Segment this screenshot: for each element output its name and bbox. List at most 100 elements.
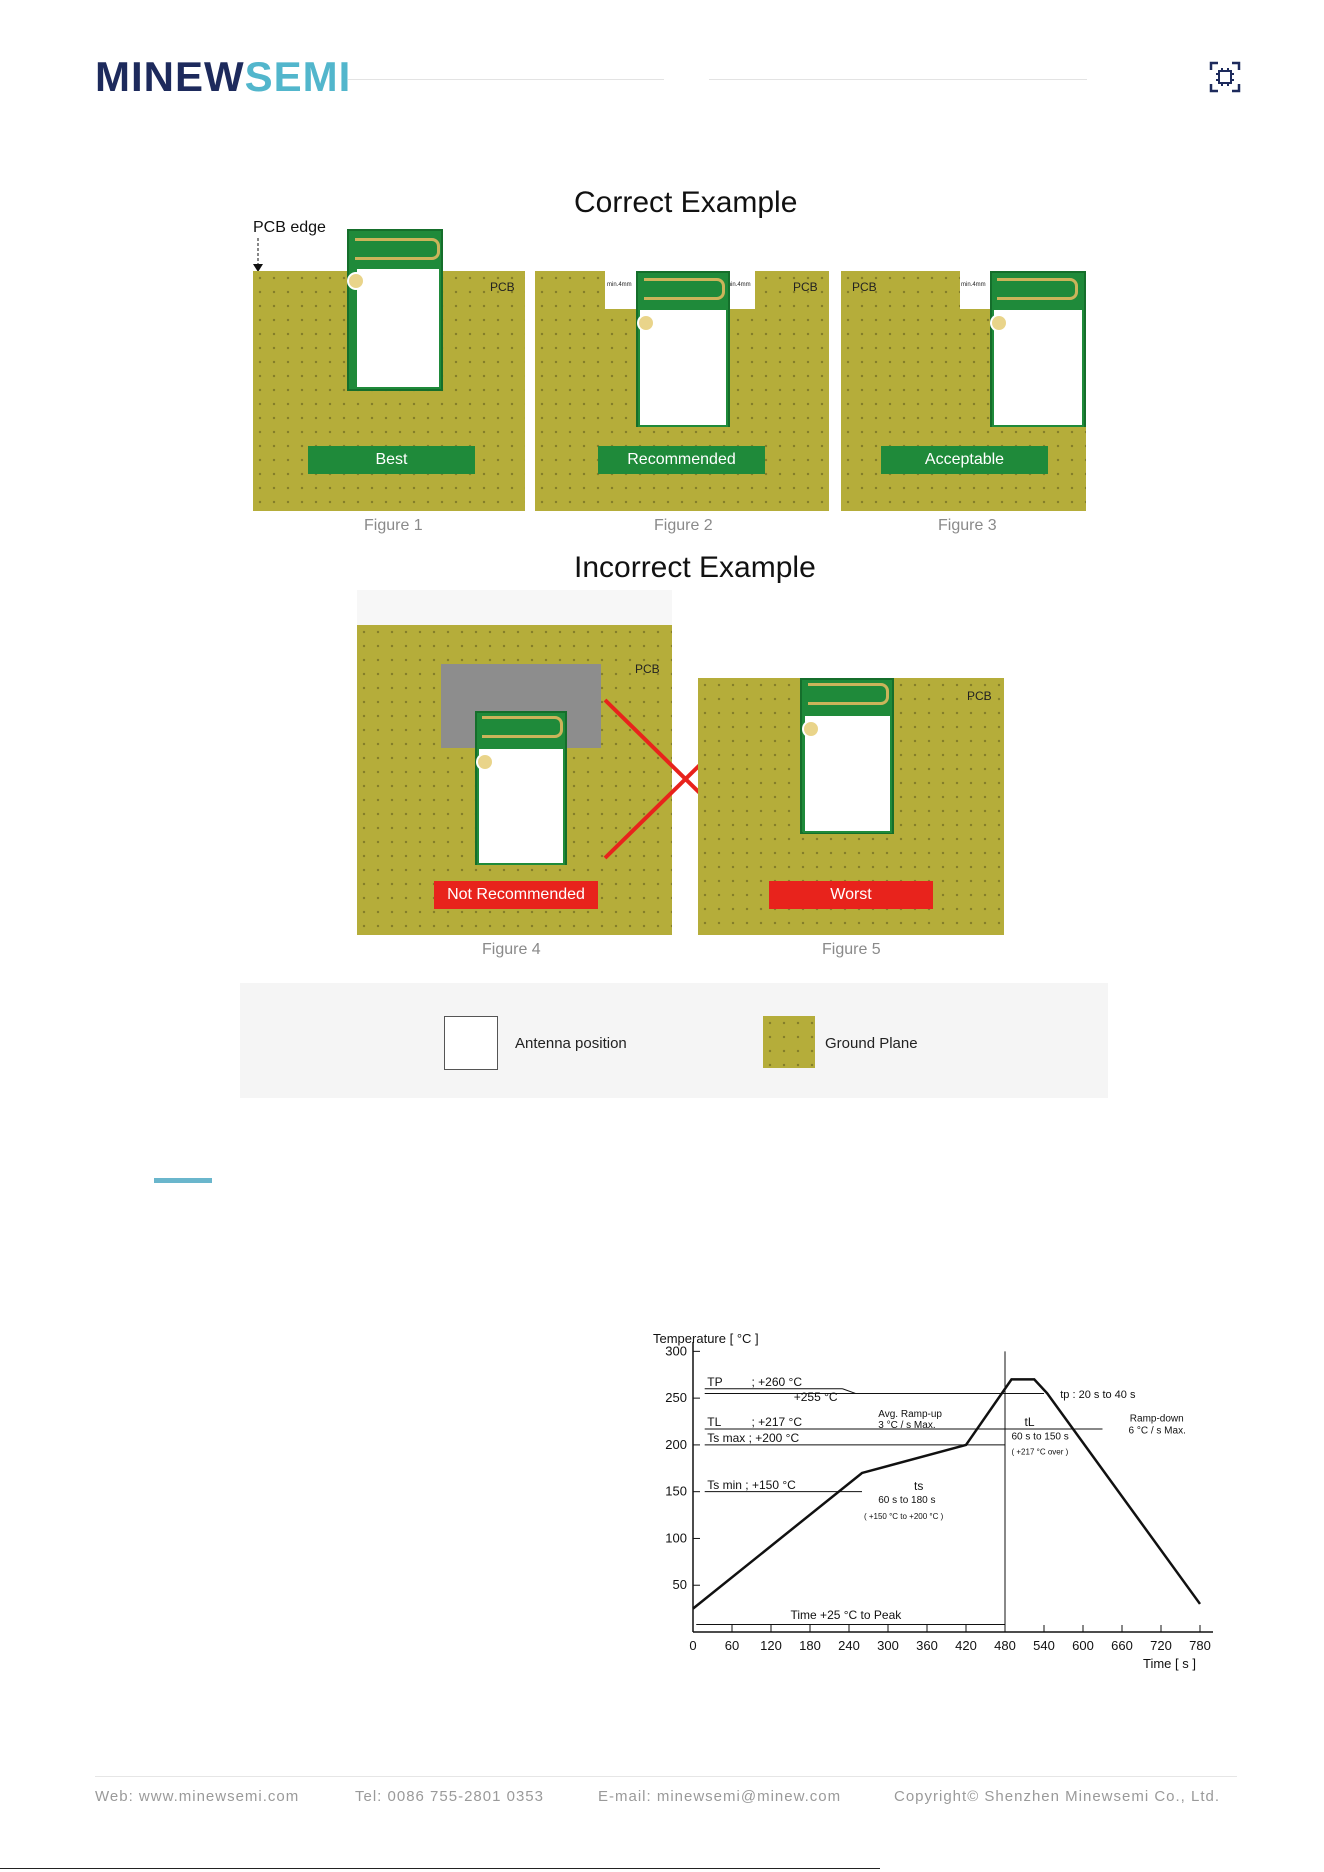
- x-tick-label: 660: [1111, 1638, 1133, 1653]
- figure-4-pcb-label: PCB: [635, 662, 660, 676]
- legend-panel: [240, 983, 1108, 1098]
- figure-3-caption: Figure 3: [938, 517, 997, 534]
- tsmin-label: Ts min ; +150 °C: [707, 1478, 796, 1492]
- figure-3-clearance-label: min.4mm: [961, 282, 986, 288]
- figure-4-caption: Figure 4: [482, 941, 541, 958]
- rampup-label-2: 3 °C / s Max.: [878, 1420, 935, 1431]
- ts-time-value: 60 s to 180 s: [878, 1495, 935, 1506]
- y-tick-label: 100: [665, 1530, 687, 1545]
- incorrect-example-title: Incorrect Example: [574, 551, 816, 584]
- figure-4-badge: Not Recommended: [434, 881, 598, 909]
- correct-example-title: Correct Example: [574, 186, 798, 219]
- tp-connector: [842, 1388, 856, 1394]
- tp-value-1: ; +260 °C: [752, 1375, 803, 1389]
- figure-5-trace: [808, 683, 889, 705]
- company-logo: MINEWSEMI: [95, 56, 351, 98]
- figure-2-badge: Recommended: [598, 446, 765, 474]
- tsmax-label: Ts max ; +200 °C: [707, 1431, 799, 1445]
- figure-2-pcb-label: PCB: [793, 280, 818, 294]
- section-accent-bar: [154, 1178, 212, 1183]
- peak-time-label: Time +25 °C to Peak: [791, 1608, 903, 1622]
- footer-email: E-mail: minewsemi@minew.com: [598, 1788, 842, 1805]
- chart-axes: [692, 1342, 1213, 1633]
- x-tick-label: 0: [689, 1638, 696, 1653]
- legend-antenna-swatch: [444, 1016, 498, 1070]
- figure-5-caption: Figure 5: [822, 941, 881, 958]
- figure-4-trace: [482, 716, 563, 738]
- figure-1-connector-icon: [347, 272, 365, 290]
- figure-5-badge: Worst: [769, 881, 933, 909]
- tl-label: TL: [707, 1415, 721, 1429]
- x-tick-label: 720: [1150, 1638, 1172, 1653]
- header-divider-right: [709, 79, 1087, 80]
- chart-series: [692, 1378, 1202, 1610]
- x-tick-label: 120: [760, 1638, 782, 1653]
- figure-1-pcb-label: PCB: [490, 280, 515, 294]
- reflow-profile-line: [692, 1378, 1202, 1610]
- footer-copyright: Copyright© Shenzhen Minewsemi Co., Ltd.: [894, 1788, 1221, 1805]
- figure-5-pcb-label: PCB: [967, 689, 992, 703]
- x-tick-label: 480: [994, 1638, 1016, 1653]
- x-tick-label: 300: [877, 1638, 899, 1653]
- y-tick-label: 300: [665, 1343, 687, 1358]
- figure-1-trace: [355, 238, 440, 260]
- figure-1-caption: Figure 1: [364, 517, 423, 534]
- rampdown-label-2: 6 °C / s Max.: [1129, 1426, 1186, 1437]
- figure-2-trace: [644, 278, 725, 300]
- x-axis-label: Time [ s ]: [1143, 1656, 1196, 1671]
- legend-ground-label: Ground Plane: [825, 1035, 918, 1052]
- x-tick-label: 240: [838, 1638, 860, 1653]
- figure-2-caption: Figure 2: [654, 517, 713, 534]
- y-tick-label: 200: [665, 1437, 687, 1452]
- tl-time-note: ( +217 °C over ): [1012, 1447, 1069, 1456]
- logo-text-primary: MINEW: [95, 53, 245, 100]
- x-tick-label: 60: [725, 1638, 739, 1653]
- footer-divider: [95, 1776, 1237, 1777]
- rampup-label-1: Avg. Ramp-up: [878, 1409, 942, 1420]
- figure-3-badge: Acceptable: [881, 446, 1048, 474]
- figure-1-antenna-area: [355, 267, 441, 389]
- chip-icon: [1209, 61, 1241, 93]
- reflow-profile-chart: 0 60 120 180 240 300 360 420 480 540 600 660 720 780 5…: [653, 1331, 1213, 1671]
- footer-tel: Tel: 0086 755-2801 0353: [355, 1788, 544, 1805]
- pcb-edge-arrow-icon: [253, 238, 263, 272]
- figure-3-antenna-area: [992, 308, 1084, 427]
- figure-3-connector-icon: [990, 314, 1008, 332]
- chart-ticks: 0 60 120 180 240 300 360 420 480 540 600 660 720 780 5…: [665, 1343, 1211, 1653]
- chart-annotations: Temperature [ °C ] Time [ s ] TP ; +260 °C+…: [653, 1331, 1196, 1671]
- figure-2-clearance-right: min.4mm: [726, 282, 751, 288]
- x-tick-label: 180: [799, 1638, 821, 1653]
- footer-web: Web: www.minewsemi.com: [95, 1788, 300, 1805]
- figure-2-connector-icon: [637, 314, 655, 332]
- y-tick-label: 250: [665, 1390, 687, 1405]
- y-tick-label: 150: [665, 1484, 687, 1499]
- pcb-edge-label: PCB edge: [253, 219, 326, 236]
- y-tick-label: 50: [673, 1577, 687, 1592]
- figure-3-pcb-label: PCB: [852, 280, 877, 294]
- x-tick-label: 540: [1033, 1638, 1055, 1653]
- x-tick-label: 420: [955, 1638, 977, 1653]
- y-axis-label: Temperature [ °C ]: [653, 1331, 759, 1346]
- figure-3-trace: [997, 278, 1078, 300]
- figure-4-top-margin: [357, 590, 672, 625]
- figure-3-clearance-cutout: [960, 271, 990, 309]
- tp-time-label: tp : 20 s to 40 s: [1060, 1389, 1136, 1401]
- ts-label: ts: [914, 1479, 923, 1493]
- figure-4-connector-icon: [476, 753, 494, 771]
- tl-time-value: 60 s to 150 s: [1012, 1431, 1069, 1442]
- x-tick-label: 600: [1072, 1638, 1094, 1653]
- tp-label: TP: [707, 1375, 722, 1389]
- tl-time-label: tL: [1025, 1415, 1035, 1429]
- rampdown-label-1: Ramp-down: [1130, 1414, 1184, 1425]
- x-tick-label: 360: [916, 1638, 938, 1653]
- header-divider-left: [348, 79, 664, 80]
- tl-value: ; +217 °C: [752, 1415, 803, 1429]
- x-tick-label: 780: [1189, 1638, 1211, 1653]
- legend-ground-swatch: [763, 1016, 815, 1068]
- legend-antenna-label: Antenna position: [515, 1035, 627, 1052]
- figure-5-connector-icon: [802, 720, 820, 738]
- logo-text-secondary: SEMI: [244, 53, 352, 100]
- figure-2-clearance-left: min.4mm: [607, 282, 632, 288]
- tp-value-2: +255 °C: [794, 1390, 838, 1404]
- page-bottom-line: [0, 1868, 880, 1869]
